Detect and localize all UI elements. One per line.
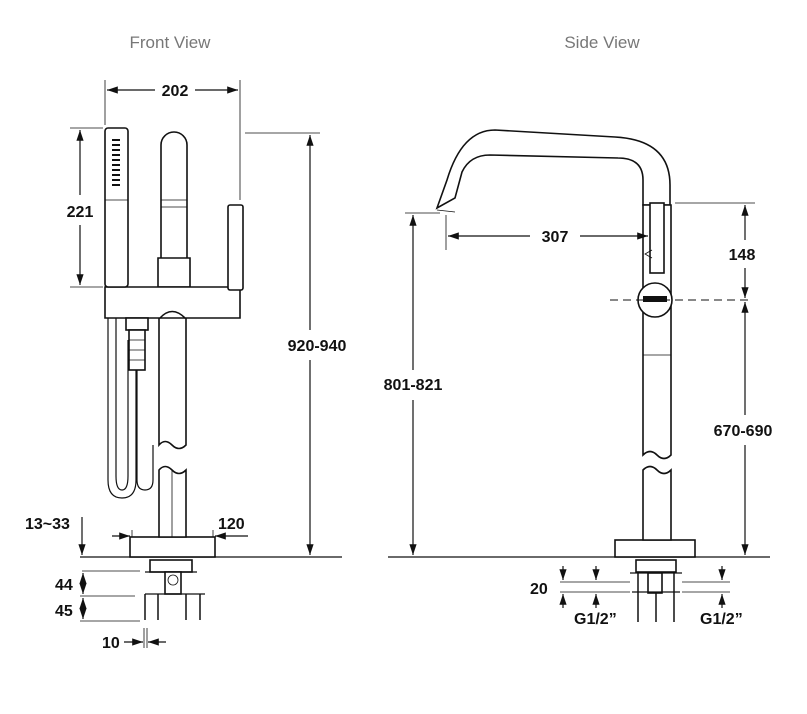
dim-connection-offset: 20 [530, 581, 548, 598]
dim-handle-height: 670-690 [714, 423, 773, 440]
valve-body [104, 286, 241, 319]
column [158, 317, 187, 538]
dim-floor-thickness: 13~33 [25, 516, 70, 533]
spout [435, 129, 671, 210]
installation-box [630, 559, 682, 622]
thread-right-label: G1/2” [700, 611, 743, 628]
column [642, 202, 672, 541]
dim-width-top: 202 [162, 83, 189, 100]
dim-spout-to-handle: 148 [729, 247, 756, 264]
dim-spout-reach: 307 [542, 229, 569, 246]
handshower [104, 127, 129, 288]
front-view-title: Front View [130, 33, 212, 52]
thread-left-label: G1/2” [574, 611, 617, 628]
installation-box [144, 559, 205, 620]
dim-box-depth: 44 [55, 577, 73, 594]
dim-total-height: 920-940 [288, 338, 347, 355]
side-view: Side View [384, 33, 773, 628]
hose [107, 318, 137, 499]
dim-spout-height: 801-821 [384, 377, 443, 394]
dim-handshower-height: 221 [67, 204, 94, 221]
dim-anchor-diameter: 10 [102, 635, 120, 652]
upper-column [160, 131, 188, 288]
dim-anchor-depth: 45 [55, 603, 73, 620]
side-view-title: Side View [564, 33, 640, 52]
base-plate [129, 536, 216, 558]
dim-base-width: 120 [218, 516, 245, 533]
front-view: Front View [25, 33, 346, 652]
base-plate [614, 539, 696, 558]
mixer-handle [227, 204, 244, 291]
